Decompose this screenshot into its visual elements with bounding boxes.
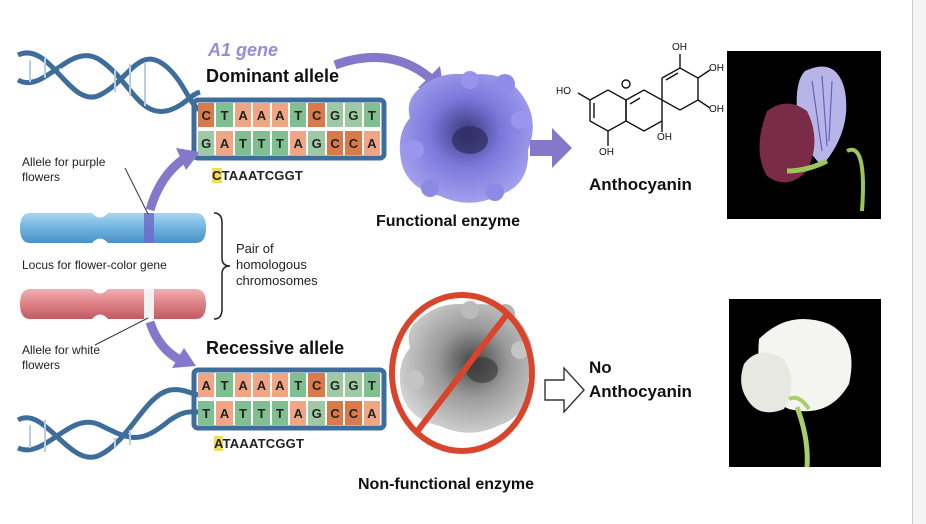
dna-base: T	[234, 131, 252, 155]
anthocyanin-molecule	[577, 54, 711, 146]
homologous-pair-label: Pair of homologous chromosomes	[236, 241, 318, 288]
dna-base: A	[234, 103, 252, 127]
dna-base: A	[363, 131, 381, 155]
dna-base: T	[271, 401, 289, 425]
dna-base: T	[198, 401, 215, 425]
dna-base: G	[326, 103, 344, 127]
dna-base: T	[290, 373, 307, 397]
right-scrollbar[interactable]	[912, 0, 926, 524]
dna-base: T	[253, 401, 270, 425]
molecule-oh-right-bottom: OH	[709, 104, 724, 115]
dna-base: G	[308, 401, 325, 425]
arrow-down-to-recessive	[145, 320, 196, 368]
purple-flower-photo	[727, 51, 881, 219]
dna-base: T	[216, 103, 233, 127]
dna-base: T	[216, 373, 233, 397]
prohibition-sign	[389, 292, 535, 454]
dna-base: G	[345, 373, 362, 397]
molecule-oh-right-top: OH	[709, 63, 724, 74]
dna-base: A	[198, 373, 215, 397]
locus-label: Locus for flower-color gene	[22, 258, 167, 272]
chromosome-blue	[20, 213, 206, 243]
dna-base: C	[345, 401, 362, 425]
dna-base: A	[290, 131, 307, 155]
no-anthocyanin-line2: Anthocyanin	[589, 382, 692, 401]
allele-white-label: Allele for white flowers	[22, 343, 101, 372]
dna-base: A	[271, 373, 289, 397]
dominant-allele-label: Dominant allele	[206, 66, 340, 86]
recessive-dna-ladder	[191, 367, 387, 431]
recessive-first-base: A	[214, 436, 223, 451]
no-anthocyanin-line1: No	[589, 358, 612, 377]
arrow-to-no-anthocyanin	[544, 366, 585, 414]
dna-base: A	[216, 401, 233, 425]
dominant-dna-ladder	[191, 97, 387, 161]
purple-allele-pointer	[124, 167, 149, 215]
nonfunctional-enzyme-label: Non-functional enzyme	[358, 476, 535, 493]
dna-base: C	[326, 131, 344, 155]
dna-base: C	[308, 373, 325, 397]
white-flower-photo	[729, 299, 881, 468]
molecule-ho-left: HO	[556, 86, 571, 97]
dna-base: C	[345, 131, 362, 155]
dna-base: G	[345, 103, 362, 127]
recessive-dna-helix	[16, 387, 201, 460]
dominant-dna-helix	[16, 50, 202, 115]
dna-base: T	[253, 131, 270, 155]
chromosome-red	[20, 289, 206, 319]
homologous-bracket	[213, 212, 231, 320]
molecule-oh-bottom: OH	[599, 147, 614, 158]
dna-base: T	[290, 103, 307, 127]
dna-base: T	[271, 131, 289, 155]
dna-base: T	[363, 103, 381, 127]
allele-purple-label: Allele for purple flowers	[22, 155, 106, 184]
functional-enzyme-label: Functional enzyme	[376, 213, 521, 230]
functional-enzyme-protein	[399, 71, 533, 203]
dna-base: G	[326, 373, 344, 397]
dna-base: T	[234, 401, 252, 425]
gene-title: A1 gene	[208, 40, 279, 60]
dna-base: A	[253, 373, 270, 397]
dna-base: A	[290, 401, 307, 425]
dna-base: C	[308, 103, 325, 127]
dna-base: A	[363, 401, 381, 425]
recessive-sequence-rest: TAAATCGGT	[222, 436, 305, 451]
recessive-sequence-text: ATAAATCGGT	[214, 436, 304, 451]
molecule-oh-mid: OH	[657, 132, 672, 143]
dna-base: A	[234, 373, 252, 397]
arrow-to-anthocyanin	[530, 128, 572, 168]
anthocyanin-label: Anthocyanin	[589, 175, 692, 194]
white-allele-pointer	[94, 317, 149, 346]
dominant-sequence-text: CTAAATCGGT	[212, 168, 303, 183]
dna-base: G	[308, 131, 325, 155]
no-anthocyanin-label: No Anthocyanin	[589, 356, 692, 404]
dominant-first-base: C	[212, 168, 222, 183]
dominant-sequence-rest: TAAATCGGT	[221, 168, 304, 183]
dna-base: A	[216, 131, 233, 155]
dna-base: C	[326, 401, 344, 425]
dna-base: A	[271, 103, 289, 127]
dna-base: G	[198, 131, 215, 155]
dna-base: T	[363, 373, 381, 397]
dna-base: A	[253, 103, 270, 127]
arrow-up-to-dominant	[145, 148, 200, 212]
recessive-allele-label: Recessive allele	[206, 338, 345, 358]
dna-base: C	[198, 103, 215, 127]
molecule-oh-top: OH	[672, 42, 687, 53]
